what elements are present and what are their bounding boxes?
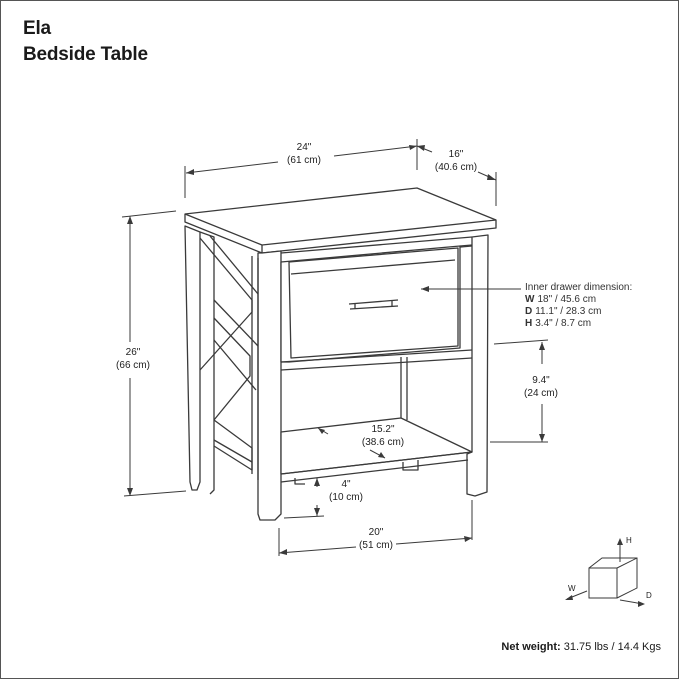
front-right-leg — [466, 234, 489, 497]
cross-brace-bottom — [213, 419, 253, 471]
shelf-front-edge-2 — [280, 459, 469, 483]
cross-brace-mid — [213, 299, 259, 347]
inner-width-metric: (51 cm) — [359, 540, 393, 551]
cube-back-edges — [588, 557, 638, 599]
inner-drawer-value-h: 3.4" / 8.7 cm — [535, 318, 591, 329]
shelf-depth-metric: (38.6 cm) — [362, 437, 404, 448]
width-imperial: 24" — [297, 142, 312, 153]
arrow-width-left — [186, 169, 194, 175]
opening-metric: (24 cm) — [524, 388, 558, 399]
width-dim-line-right — [333, 145, 418, 157]
depth-metric: (40.6 cm) — [435, 162, 477, 173]
drawer-handle-bar — [349, 305, 399, 310]
drawer-side-gap — [459, 244, 473, 247]
shelf-depth-imperial: 15.2" — [371, 424, 394, 435]
clearance-metric: (10 cm) — [329, 492, 363, 503]
rear-left-foot — [294, 478, 305, 485]
inner-drawer-value-d: 11.1" / 28.3 cm — [535, 306, 601, 317]
net-weight: Net weight: 31.75 lbs / 14.4 Kgs — [501, 641, 661, 653]
arrow-height-bottom — [127, 488, 133, 496]
inner-drawer-value-w: 18" / 45.6 cm — [537, 294, 596, 305]
height-imperial: 26" — [126, 347, 141, 358]
product-type: Bedside Table — [23, 44, 148, 65]
front-left-leg — [257, 250, 282, 521]
net-weight-value: 31.75 lbs / 14.4 Kgs — [563, 641, 661, 653]
net-weight-label: Net weight: — [501, 641, 561, 653]
clearance-tick — [283, 515, 325, 519]
front-apron-top — [280, 236, 473, 254]
cross-brace-lower-inner — [213, 339, 257, 391]
arrow-inner-drawer — [421, 286, 429, 292]
inner-drawer-key-d: D — [525, 306, 532, 317]
arrow-opening-top — [539, 342, 545, 350]
table-top — [184, 187, 497, 254]
opening-imperial: 9.4" — [532, 375, 550, 386]
cube-top-edge — [616, 557, 638, 569]
width-dim-line-left — [185, 161, 279, 174]
axis-d-label: D — [646, 591, 652, 600]
rear-foot — [402, 460, 419, 471]
inner-width-imperial: 20" — [369, 527, 384, 538]
cube-front-face — [588, 567, 618, 599]
arrow-opening-bottom — [539, 434, 545, 442]
drawer-front — [288, 247, 459, 359]
back-left-leg — [184, 225, 201, 491]
table-line-art — [184, 187, 497, 521]
cross-brace-upper-inner — [209, 235, 259, 295]
opening-tick-top — [493, 339, 549, 345]
height-metric: (66 cm) — [116, 360, 150, 371]
side-stretcher — [213, 439, 253, 463]
arrow-clearance-top — [314, 478, 320, 486]
arrow-inner-width-left — [279, 549, 287, 555]
arrowheads — [127, 145, 545, 555]
product-name: Ela — [23, 18, 51, 39]
drawer-bottom-rail-2 — [280, 357, 473, 371]
width-metric: (61 cm) — [287, 155, 321, 166]
inner-width-line-left — [278, 546, 357, 554]
height-tick-top — [121, 210, 177, 218]
drawer-front-top-edge — [290, 259, 456, 275]
arrow-clearance-bottom — [314, 508, 320, 516]
axis-cube-icon — [566, 540, 644, 605]
axis-d-arrow — [638, 601, 645, 607]
shelf-front-edge — [280, 451, 473, 475]
cross-brace-lower — [213, 317, 251, 421]
arrow-shelf-right — [378, 452, 385, 458]
inner-drawer-key-h: H — [525, 318, 532, 329]
inner-drawer-key-w: W — [525, 294, 535, 305]
arrow-inner-width-right — [464, 536, 472, 542]
axis-w-arrow — [565, 595, 573, 600]
axis-h-label: H — [626, 536, 632, 545]
arrow-depth-right — [487, 174, 496, 180]
drawer-bottom-rail — [280, 349, 473, 363]
axis-h-arrow — [617, 538, 623, 545]
arrow-height-top — [127, 216, 133, 224]
axis-arrowheads — [565, 538, 645, 607]
side-rear-leg-edge — [199, 231, 215, 495]
clearance-imperial: 4" — [341, 479, 351, 490]
arrow-depth-left — [417, 145, 425, 151]
arrow-width-right — [409, 145, 417, 150]
drawer-handle — [348, 299, 399, 305]
depth-imperial: 16" — [449, 149, 464, 160]
arrow-shelf-left — [318, 428, 325, 434]
height-tick-bottom — [123, 490, 187, 497]
cross-brace-upper — [199, 237, 253, 371]
axis-w-label: W — [568, 584, 576, 593]
inner-drawer-title: Inner drawer dimension: — [525, 282, 632, 293]
inner-width-line-right — [395, 537, 473, 545]
